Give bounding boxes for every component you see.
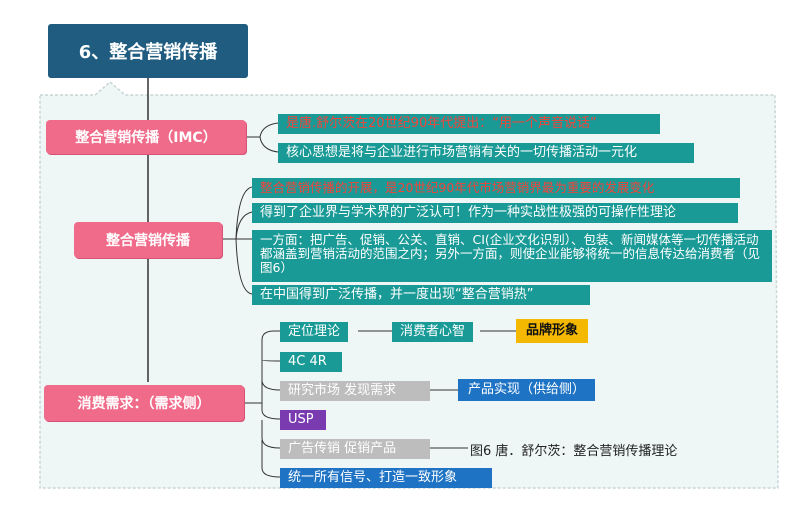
- imc-note-2: 核心思想是将与企业进行市场营销有关的一切传播活动一元化: [278, 143, 694, 163]
- node-integrated-marketing: 整合营销传播: [74, 222, 222, 258]
- item-unified-signals: 统一所有信号、打造一致形象: [280, 468, 492, 488]
- imc2-note-1: 整合营销传播的开展，是20世纪90年代市场营销界最为重要的发展变化: [252, 178, 740, 198]
- item-market-research: 研究市场 发现需求: [280, 381, 430, 401]
- imc-note-1: 是唐.舒尔茨在20世纪90年代提出：“用一个声音说话”: [278, 114, 660, 134]
- node-imc: 整合营销传播（IMC）: [46, 120, 246, 154]
- page-title: 6、整合营销传播: [48, 24, 248, 78]
- imc2-note-2: 得到了企业界与学术界的广泛认可！作为一种实战性极强的可操作性理论: [252, 203, 738, 223]
- imc2-note-3: 一方面：把广告、促销、公关、直销、CI(企业文化识别）、包装、新闻媒体等一切传播…: [252, 230, 772, 282]
- item-4c-4r: 4C 4R: [280, 352, 342, 372]
- item-product-realization: 产品实现（供给侧）: [458, 379, 596, 401]
- item-positioning-theory: 定位理论: [280, 322, 349, 342]
- item-usp: USP: [280, 410, 326, 430]
- item-advertising-promotion: 广告传销 促销产品: [280, 439, 430, 459]
- item-brand-image: 品牌形象: [516, 319, 589, 343]
- imc2-note-4: 在中国得到广泛传播，并一度出现“整合营销热”: [252, 285, 590, 305]
- node-consumer-demand: 消费需求：（需求侧）: [44, 385, 244, 421]
- figure-caption: 图6 唐．舒尔茨：整合营销传播理论: [470, 444, 678, 459]
- item-consumer-mind: 消费者心智: [392, 322, 474, 342]
